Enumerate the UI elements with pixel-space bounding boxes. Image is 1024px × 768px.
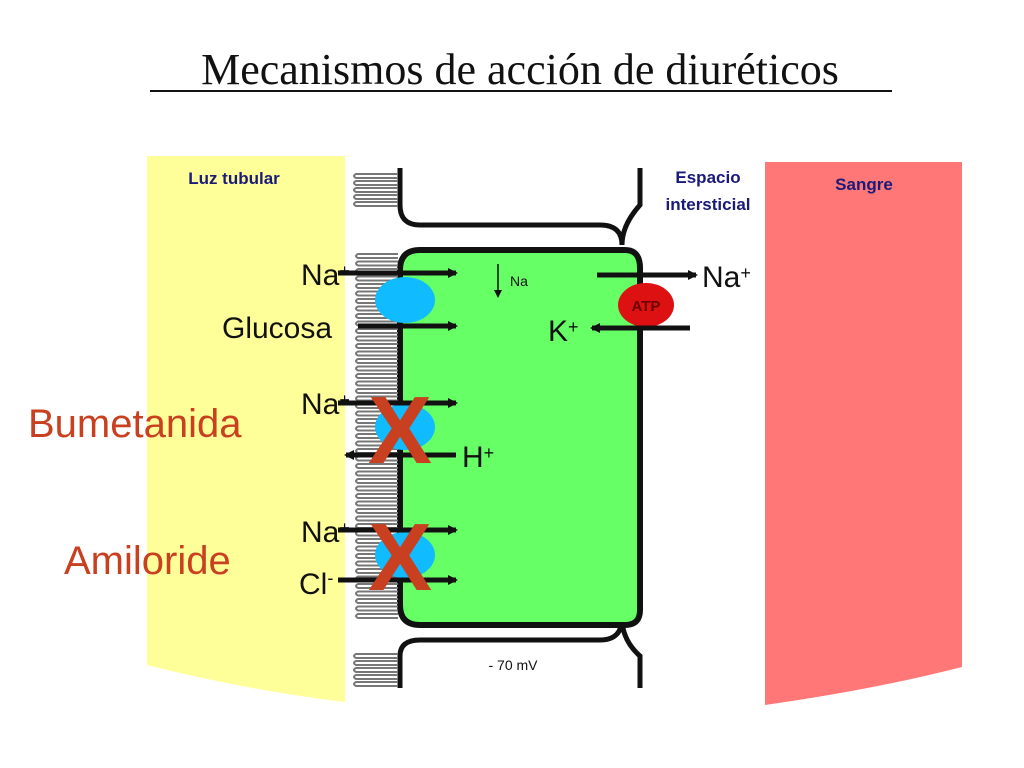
page-title: Mecanismos de acción de diuréticos — [201, 45, 839, 94]
microvillus — [355, 313, 398, 319]
microvillus — [355, 560, 398, 567]
microvillus — [355, 350, 398, 357]
microvillus — [355, 410, 398, 417]
microvillus — [353, 180, 398, 186]
microvillus — [355, 358, 398, 364]
bumetanide-block-mark: X — [368, 377, 432, 484]
microvillus — [353, 201, 398, 207]
blood-label: Sangre — [835, 175, 893, 194]
microvillus — [355, 500, 398, 507]
microvillus — [353, 653, 398, 659]
microvillus — [355, 395, 398, 402]
microvillus — [355, 463, 398, 469]
glucose-label: Glucosa — [222, 312, 332, 345]
microvillus — [355, 598, 398, 604]
microvillus — [353, 667, 398, 673]
microvillus — [355, 343, 398, 349]
microvillus — [355, 508, 398, 514]
microvillus — [355, 478, 398, 484]
microvillus — [355, 583, 398, 589]
microvillus — [355, 440, 398, 447]
microvillus — [355, 568, 398, 574]
sglt-transporter — [375, 277, 435, 323]
microvillus — [355, 433, 398, 439]
epithelial-cell — [397, 247, 643, 628]
na-label-1: Na+ — [301, 259, 350, 292]
microvillus — [355, 613, 398, 619]
microvillus — [355, 515, 398, 522]
microvillus — [355, 605, 398, 612]
lumen-label: Luz tubular — [188, 169, 280, 188]
microvillus — [355, 485, 398, 492]
microvillus — [355, 290, 398, 297]
interstitial-label-line2: intersticial — [665, 195, 750, 214]
lower-neighbor-cell — [397, 617, 643, 688]
microvillus — [355, 365, 398, 372]
nkcc-cotransporter — [375, 532, 435, 578]
microvillus — [353, 173, 398, 179]
microvillus — [355, 470, 398, 477]
brush-border-microvilli — [353, 173, 398, 687]
microvillus — [355, 283, 398, 289]
microvillus — [355, 553, 398, 559]
cl-label: Cl- — [299, 568, 333, 601]
microvillus — [355, 260, 398, 267]
tubular-lumen-region — [147, 156, 345, 702]
microvillus — [355, 380, 398, 387]
microvillus — [355, 425, 398, 432]
microvillus — [355, 335, 398, 342]
membrane-potential-label: - 70 mV — [488, 657, 538, 673]
microvillus — [353, 660, 398, 666]
microvillus — [355, 305, 398, 312]
k-label: K+ — [548, 315, 579, 348]
atp-label: ATP — [632, 298, 661, 315]
microvillus — [355, 298, 398, 304]
microvillus — [355, 373, 398, 379]
microvillus — [355, 328, 398, 334]
microvillus — [353, 194, 398, 200]
microvillus — [355, 418, 398, 424]
microvillus — [353, 681, 398, 687]
na-k-atpase-pump — [618, 283, 674, 327]
microvillus — [355, 590, 398, 597]
na-label-2: Na+ — [301, 388, 350, 421]
amiloride-label: Amiloride — [64, 539, 231, 583]
na-basolateral-label: Na+ — [702, 261, 751, 294]
microvillus — [355, 275, 398, 282]
bumetanide-label: Bumetanida — [28, 402, 242, 446]
microvillus — [355, 545, 398, 552]
na-label-3: Na+ — [301, 516, 350, 549]
na-gradient-label: Na — [510, 273, 528, 289]
microvillus — [355, 253, 398, 259]
microvillus — [353, 674, 398, 680]
na-h-exchanger — [375, 404, 435, 450]
microvillus — [355, 538, 398, 544]
microvillus — [355, 388, 398, 394]
h-label: H+ — [462, 441, 494, 474]
upper-neighbor-cell — [397, 168, 643, 246]
interstitial-label-line1: Espacio — [675, 168, 740, 187]
amiloride-block-mark: X — [368, 504, 432, 611]
microvillus — [353, 187, 398, 193]
blood-region — [765, 162, 962, 705]
microvillus — [355, 320, 398, 327]
microvillus — [355, 493, 398, 499]
